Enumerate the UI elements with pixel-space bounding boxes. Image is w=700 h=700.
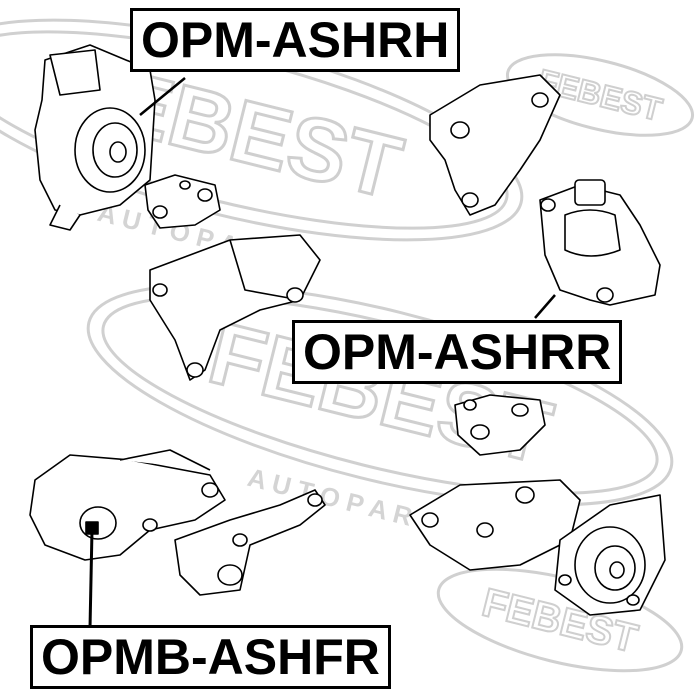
- part-label-opm-ashrr: OPM-ASHRR: [292, 320, 623, 384]
- mount-drawing-ashrr: [409, 74, 666, 616]
- part-label-opm-ashrh: OPM-ASHRH: [130, 8, 461, 72]
- part-label-opmb-ashfr: OPMB-ASHFR: [30, 625, 391, 689]
- mount-drawing-ashfr: [29, 449, 326, 629]
- mount-drawing-ashrh: [34, 44, 321, 381]
